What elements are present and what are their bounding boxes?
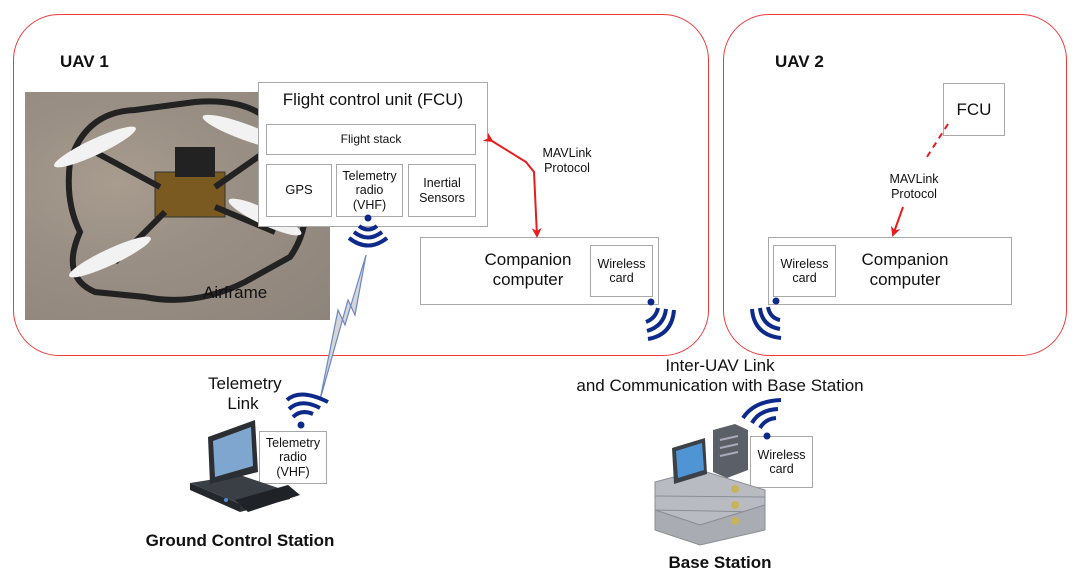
inertial-sensors-box: Inertial Sensors — [408, 164, 476, 217]
uav2-mavlink-label: MAVLink Protocol — [889, 172, 939, 201]
base-wifi-icon — [741, 398, 782, 440]
telemetry-link-label: Telemetry Link — [208, 374, 282, 414]
uav1-wireless-card-box: Wireless card — [590, 245, 653, 297]
gcs-wifi-icon — [285, 392, 329, 429]
uav2-container — [723, 14, 1067, 356]
uav2-wireless-card-box: Wireless card — [773, 245, 836, 297]
uav1-title: UAV 1 — [60, 52, 109, 71]
base-wireless-card-box: Wireless card — [750, 436, 813, 488]
ground-control-station-title: Ground Control Station — [145, 531, 335, 550]
base-station-server-icon — [654, 424, 766, 546]
uav1-companion-computer-label: Companion computer — [484, 250, 572, 290]
fcu-telemetry-radio-box: Telemetry radio (VHF) — [336, 164, 403, 217]
gps-box: GPS — [266, 164, 332, 217]
uav2-companion-computer-label: Companion computer — [861, 250, 949, 290]
base-station-title: Base Station — [668, 553, 772, 572]
uav2-fcu-box: FCU — [943, 83, 1005, 136]
flight-stack-box: Flight stack — [266, 124, 476, 155]
airframe-label: Airframe — [203, 283, 268, 302]
uav1-mavlink-label: MAVLink Protocol — [542, 146, 592, 175]
inter-uav-link-label-line2: and Communication with Base Station — [576, 376, 864, 395]
uav2-title: UAV 2 — [775, 52, 824, 71]
fcu-title: Flight control unit (FCU) — [282, 90, 464, 109]
gcs-telemetry-radio-box: Telemetry radio (VHF) — [259, 431, 327, 484]
inter-uav-link-label-line1: Inter-UAV Link — [665, 356, 775, 375]
